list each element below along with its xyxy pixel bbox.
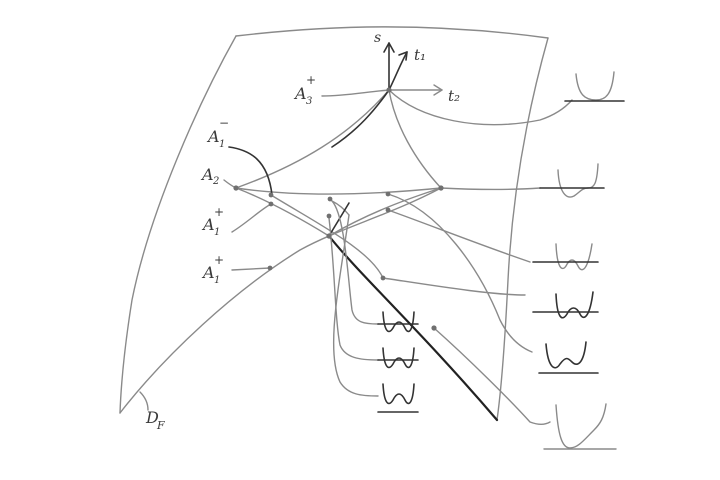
glyph-single-well-bottom bbox=[543, 403, 617, 450]
leader-glyph-4 bbox=[382, 277, 526, 296]
axis-t2-label: t₂ bbox=[448, 87, 460, 105]
potential-glyphs bbox=[377, 71, 625, 450]
point-cusp-right bbox=[438, 185, 444, 191]
point-a1-plus-lower bbox=[267, 265, 273, 271]
glyph-double-well-3 bbox=[532, 243, 599, 271]
cusp-upper-edge bbox=[235, 187, 442, 195]
fold-curve-right bbox=[388, 89, 442, 189]
svg-text:+: + bbox=[306, 73, 316, 87]
svg-text:A: A bbox=[293, 84, 307, 103]
glyph-bottom-w-2 bbox=[377, 347, 419, 369]
glyph-double-well-5 bbox=[538, 341, 599, 374]
svg-text:F: F bbox=[156, 419, 165, 432]
surface-left-edge bbox=[119, 35, 237, 414]
surface-right-edge bbox=[496, 37, 549, 421]
point-a2 bbox=[233, 185, 239, 191]
point-a1-minus bbox=[268, 192, 274, 198]
glyph-single-well-top bbox=[564, 71, 625, 102]
leader-glyph-3 bbox=[387, 209, 531, 263]
svg-text:A: A bbox=[200, 165, 214, 184]
leader-bottom-glyph-2 bbox=[328, 217, 379, 361]
svg-text:+: + bbox=[214, 205, 224, 219]
point-lower-1 bbox=[380, 275, 386, 281]
svg-text:A: A bbox=[206, 127, 220, 146]
label-a1-minus: A 1 − bbox=[206, 116, 229, 150]
inner-swallowtail bbox=[331, 200, 350, 216]
leader-bottom-glyph-1 bbox=[331, 200, 379, 325]
svg-text:−: − bbox=[219, 116, 229, 130]
a2-lower-branch bbox=[235, 187, 330, 237]
df-tick bbox=[139, 391, 149, 411]
glyph-bottom-w-3 bbox=[377, 383, 419, 413]
fold-curve-left-dark bbox=[331, 89, 390, 148]
axis-s-label: s bbox=[374, 30, 381, 46]
svg-text:1: 1 bbox=[214, 227, 220, 238]
glyph-double-well-4 bbox=[532, 291, 599, 319]
point-crossing bbox=[326, 233, 332, 239]
leader-top-glyph bbox=[388, 89, 573, 126]
leader-a1-plus-lower bbox=[231, 267, 271, 271]
point-a3 bbox=[386, 87, 392, 93]
point-mid-right bbox=[385, 207, 391, 213]
leader-bottom-glyph-3 bbox=[332, 214, 379, 397]
glyph-fold-2 bbox=[539, 163, 605, 198]
point-upper-mid-2 bbox=[385, 191, 391, 197]
svg-text:2: 2 bbox=[212, 176, 219, 187]
point-upper-mid-1 bbox=[327, 196, 333, 202]
svg-text:A: A bbox=[201, 215, 215, 234]
glyph-bottom-w-1 bbox=[377, 311, 419, 333]
point-a1-plus-upper bbox=[268, 201, 274, 207]
leader-lines bbox=[223, 89, 573, 425]
t2-axis-arrowhead bbox=[433, 84, 443, 96]
axis-t1-label: t₁ bbox=[414, 46, 426, 64]
label-df: D F bbox=[145, 408, 165, 432]
lower-boundary-curve bbox=[327, 234, 499, 422]
point-lower-2 bbox=[431, 325, 437, 331]
leader-glyph-6 bbox=[433, 327, 551, 425]
leader-a1-minus bbox=[228, 146, 273, 196]
svg-text:3: 3 bbox=[306, 96, 312, 107]
points bbox=[233, 87, 444, 331]
t1-axis-arrowhead bbox=[398, 51, 408, 61]
bifurcation-curves bbox=[235, 89, 499, 422]
svg-text:+: + bbox=[214, 253, 224, 267]
inner-stroke bbox=[328, 202, 350, 237]
point-inner bbox=[326, 213, 332, 219]
s-axis-arrowhead bbox=[383, 42, 395, 53]
svg-text:1: 1 bbox=[219, 139, 225, 150]
label-a2: A 2 bbox=[200, 165, 219, 187]
svg-text:1: 1 bbox=[214, 275, 220, 286]
surface-top-edge bbox=[235, 26, 549, 39]
label-a1-plus-lower: A 1 + bbox=[201, 253, 224, 286]
fold-curve-left bbox=[235, 89, 390, 189]
leader-a3 bbox=[321, 89, 390, 97]
leader-a1-plus-upper bbox=[231, 203, 272, 233]
axes bbox=[383, 42, 443, 96]
surface-bottom-edge bbox=[119, 187, 442, 414]
leader-glyph-5 bbox=[387, 193, 533, 353]
label-a1-plus-upper: A 1 + bbox=[201, 205, 224, 238]
leader-glyph-2 bbox=[440, 187, 541, 191]
svg-text:A: A bbox=[201, 263, 215, 282]
cross-line bbox=[270, 194, 384, 279]
t1-axis bbox=[388, 51, 408, 91]
svg-text:D: D bbox=[145, 408, 159, 427]
label-a3-plus: A 3 + bbox=[293, 73, 316, 107]
labels: s t₁ t₂ A 3 + A 1 − A 2 A 1 + A 1 + D F bbox=[145, 30, 460, 432]
